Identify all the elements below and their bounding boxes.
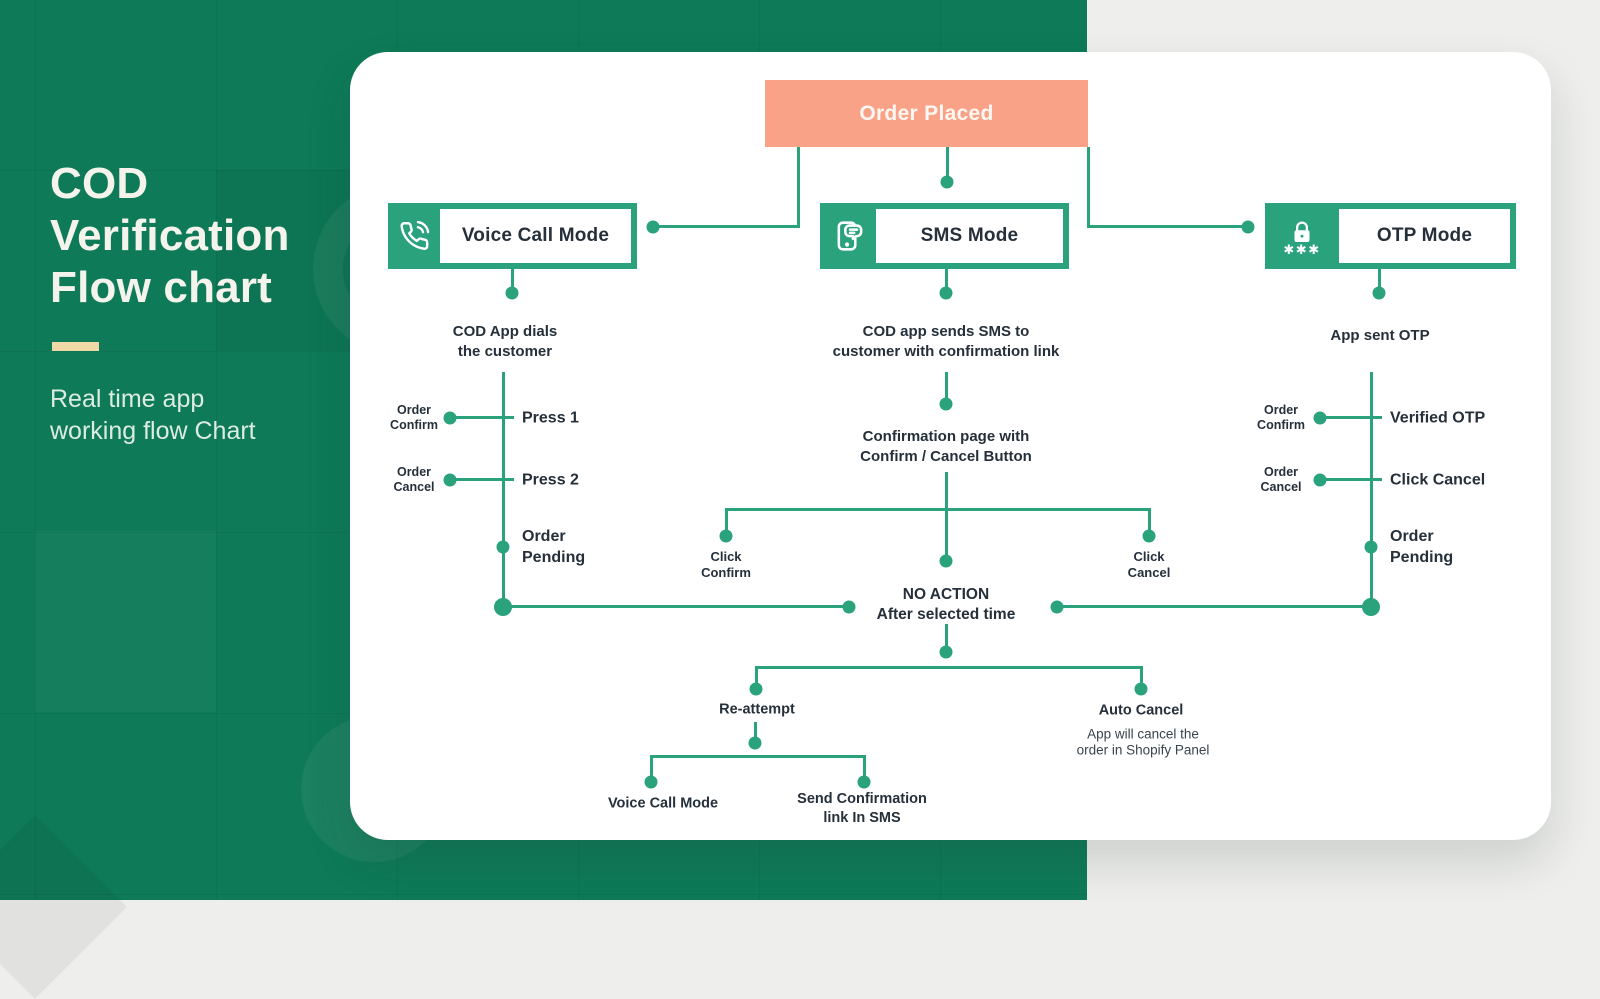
connector-dot-big xyxy=(1362,598,1380,616)
connector-hline xyxy=(1087,225,1248,228)
phone-call-icon xyxy=(388,209,440,263)
connector-vline xyxy=(725,508,728,530)
branch-spine-voice xyxy=(502,372,505,607)
connector-vline xyxy=(755,666,758,685)
mode-node-voice-label: Voice Call Mode xyxy=(440,209,631,263)
outcome-order-cancel-otp: Order Cancel xyxy=(1260,465,1302,494)
node-click-cancel: Click Cancel xyxy=(1127,549,1171,580)
decor-tile xyxy=(35,531,216,712)
node-send-confirmation-leaf: Send Confirmation link In SMS xyxy=(797,791,927,826)
connector-dot xyxy=(1142,529,1156,543)
node-auto-cancel: Auto Cancel xyxy=(1098,702,1184,719)
connector-dot xyxy=(1313,473,1327,487)
decor-wedge xyxy=(0,815,127,999)
mode-node-sms-label: SMS Mode xyxy=(876,209,1063,263)
connector-hline xyxy=(450,478,514,481)
connector-dot xyxy=(939,397,953,411)
connector-dot xyxy=(505,286,519,300)
start-node-label: Order Placed xyxy=(859,101,994,125)
connector-dot xyxy=(749,682,763,696)
title-accent-bar xyxy=(52,342,99,351)
option-press1: Press 1 xyxy=(522,409,579,427)
connector-vline xyxy=(946,147,949,177)
connector-vline xyxy=(945,269,948,289)
connector-vline xyxy=(1087,147,1090,228)
connector-dot xyxy=(646,220,660,234)
outcome-order-pending-otp: Order Pending xyxy=(1390,528,1454,566)
connector-vline xyxy=(754,722,757,739)
connector-dot xyxy=(842,600,856,614)
connector-vline xyxy=(1140,666,1143,685)
connector-hline xyxy=(725,508,1151,511)
connector-vline xyxy=(945,508,948,556)
connector-hline xyxy=(450,416,514,419)
start-node: Order Placed xyxy=(765,80,1088,147)
outcome-order-cancel: Order Cancel xyxy=(393,465,435,494)
connector-vline xyxy=(1148,508,1151,530)
connector-dot xyxy=(1372,286,1386,300)
auto-cancel-note: App will cancel the order in Shopify Pan… xyxy=(1076,726,1210,758)
option-press2: Press 2 xyxy=(522,471,579,489)
node-reattempt: Re-attempt xyxy=(719,701,795,718)
connector-hline xyxy=(755,666,1143,669)
connector-dot xyxy=(939,286,953,300)
sidebar: COD Verification Flow chart Real time ap… xyxy=(50,158,350,447)
mode-node-sms: SMS Mode xyxy=(820,203,1069,269)
connector-dot xyxy=(940,175,954,189)
connector-dot xyxy=(644,775,658,789)
step-confirmation-page: Confirmation page with Confirm / Cancel … xyxy=(860,428,1032,465)
connector-vline xyxy=(945,372,948,400)
connector-dot xyxy=(1050,600,1064,614)
connector-dot xyxy=(496,540,510,554)
mode-node-otp: ✱✱✱ OTP Mode xyxy=(1265,203,1516,269)
connector-vline xyxy=(797,147,800,228)
page-subtitle: Real time app working flow Chart xyxy=(50,385,256,445)
connector-dot xyxy=(939,554,953,568)
connector-dot xyxy=(857,775,871,789)
connector-hline xyxy=(650,755,866,758)
connector-dot xyxy=(1364,540,1378,554)
connector-vline xyxy=(863,755,866,777)
outcome-order-confirm-otp: Order Confirm xyxy=(1257,403,1305,432)
connector-vline xyxy=(650,755,653,777)
connector-dot xyxy=(1134,682,1148,696)
connector-dot xyxy=(1241,220,1255,234)
page-title: COD Verification Flow chart xyxy=(50,159,290,312)
mode-node-otp-label: OTP Mode xyxy=(1339,209,1510,263)
connector-hline xyxy=(1320,416,1382,419)
option-click-cancel-otp: Click Cancel xyxy=(1390,471,1486,489)
connector-hline xyxy=(503,605,849,608)
page: { "sidebar": { "title": "COD Verificatio… xyxy=(0,0,1551,999)
step-otp-sent: App sent OTP xyxy=(1330,327,1430,344)
connector-dot xyxy=(1313,411,1327,425)
step-sms-send: COD app sends SMS to customer with confi… xyxy=(832,323,1060,360)
connector-hline xyxy=(653,225,800,228)
connector-dot xyxy=(443,473,457,487)
node-click-confirm: Click Confirm xyxy=(701,549,751,580)
connector-vline xyxy=(945,472,948,510)
password-stars: ✱✱✱ xyxy=(1283,241,1321,257)
password-lock-icon: ✱✱✱ xyxy=(1265,209,1339,263)
connector-vline xyxy=(1378,269,1381,289)
connector-hline xyxy=(1320,478,1382,481)
mode-node-voice: Voice Call Mode xyxy=(388,203,637,269)
connector-vline xyxy=(511,269,514,289)
flowchart-card: Order Placed Voice Call Mode SMS Mod xyxy=(350,52,1551,840)
connector-dot xyxy=(748,736,762,750)
outcome-order-pending-voice: Order Pending xyxy=(522,528,586,566)
connector-hline xyxy=(1057,605,1371,608)
sms-bubble-icon xyxy=(820,209,876,263)
step-voice-dials: COD App dials the customer xyxy=(452,323,558,360)
node-voice-call-mode-leaf: Voice Call Mode xyxy=(607,795,719,812)
node-no-action: NO ACTION After selected time xyxy=(876,586,1016,623)
connector-vline xyxy=(945,624,948,648)
option-verified-otp: Verified OTP xyxy=(1390,409,1486,427)
connector-dot xyxy=(939,645,953,659)
branch-spine-otp xyxy=(1370,372,1373,607)
outcome-order-confirm: Order Confirm xyxy=(390,403,438,432)
connector-dot xyxy=(443,411,457,425)
connector-dot xyxy=(719,529,733,543)
